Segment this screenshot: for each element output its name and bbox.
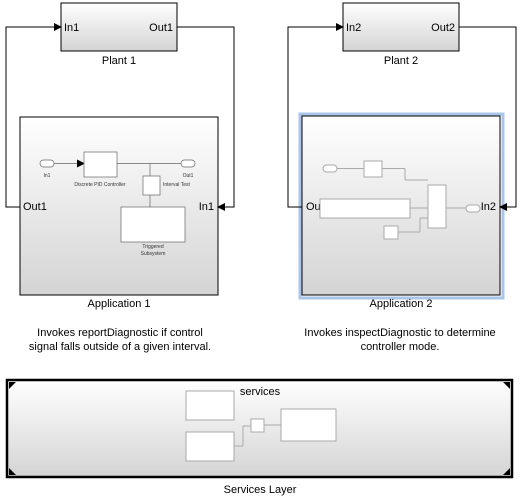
svg-text:Subsystem: Subsystem: [141, 251, 166, 257]
plant-2-block[interactable]: In2 Out2: [342, 2, 460, 52]
services-layer-block[interactable]: services: [5, 378, 514, 479]
loop-1-wires: [5, 23, 235, 211]
application-1-thumbnail: In1 Discrete PID Controller Out1 Interva…: [39, 151, 196, 257]
svg-text:Interval Test: Interval Test: [163, 182, 190, 188]
application-1-description-line2: signal falls outside of a given interval…: [28, 341, 212, 353]
corner-mark: [9, 468, 16, 475]
svg-text:Discrete PID Controller: Discrete PID Controller: [74, 182, 125, 188]
plant-1-block[interactable]: In1 Out1: [60, 2, 178, 52]
application-1-in-port: In1: [199, 201, 214, 213]
plant-2-in-port: In2: [346, 22, 361, 34]
plant-1-out-port: Out1: [149, 22, 173, 34]
services-layer-title: Services Layer: [224, 484, 297, 496]
application-1-out-port: Out1: [23, 201, 47, 213]
application-1-description-line1: Invokes reportDiagnostic if control: [37, 327, 203, 339]
application-2-description-line1: Invokes inspectDiagnostic to determine: [304, 327, 496, 339]
loop-2-wires: [287, 23, 517, 211]
plant-2-out-port: Out2: [431, 22, 455, 34]
corner-mark: [9, 382, 16, 389]
corner-mark: [503, 382, 510, 389]
svg-text:In1: In1: [44, 173, 51, 179]
application-1-block[interactable]: Out1 In1 In1 Discrete PID Controller Out…: [19, 116, 219, 296]
plant-2-title: Plant 2: [384, 55, 418, 67]
application-2-in-port: In2: [481, 201, 496, 213]
application-1-description: Invokes reportDiagnostic if control sign…: [0, 326, 240, 354]
plant-1-title: Plant 1: [102, 55, 136, 67]
corner-mark: [503, 468, 510, 475]
svg-text:Out1: Out1: [183, 173, 194, 179]
services-inner-label: services: [240, 386, 281, 398]
application-2-description-line2: controller mode.: [360, 341, 440, 353]
application-2-thumbnail: [319, 160, 481, 240]
application-2-description: Invokes inspectDiagnostic to determine c…: [280, 326, 520, 354]
svg-text:Triggered: Triggered: [142, 244, 163, 250]
application-2-block[interactable]: Out2 In2: [298, 112, 505, 300]
services-thumbnail: [185, 390, 337, 462]
plant-1-in-port: In1: [64, 22, 79, 34]
application-1-title: Application 1: [88, 298, 151, 310]
application-2-title: Application 2: [370, 298, 433, 310]
